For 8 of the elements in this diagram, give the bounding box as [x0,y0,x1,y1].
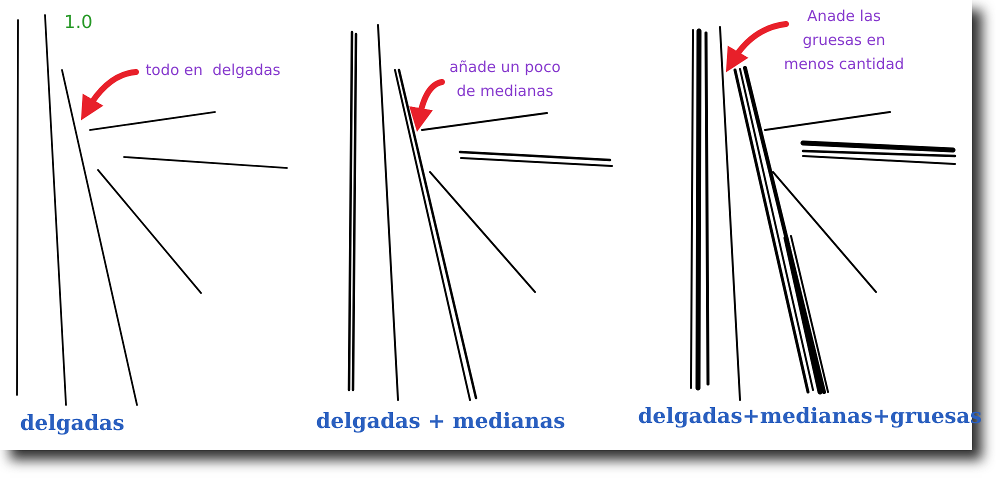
line-weight-value: 1.0 [64,12,93,33]
callout-text: todo en delgadas [144,60,282,81]
callout-text: Anade las gruesas en menos cantidad [783,6,905,75]
panel-caption: delgadas [20,410,124,435]
callout-text: añade un poco de medianas [448,57,562,102]
curved-arrow [726,21,789,72]
panel-caption: delgadas + medianas [316,408,566,433]
curved-arrow [80,69,139,120]
